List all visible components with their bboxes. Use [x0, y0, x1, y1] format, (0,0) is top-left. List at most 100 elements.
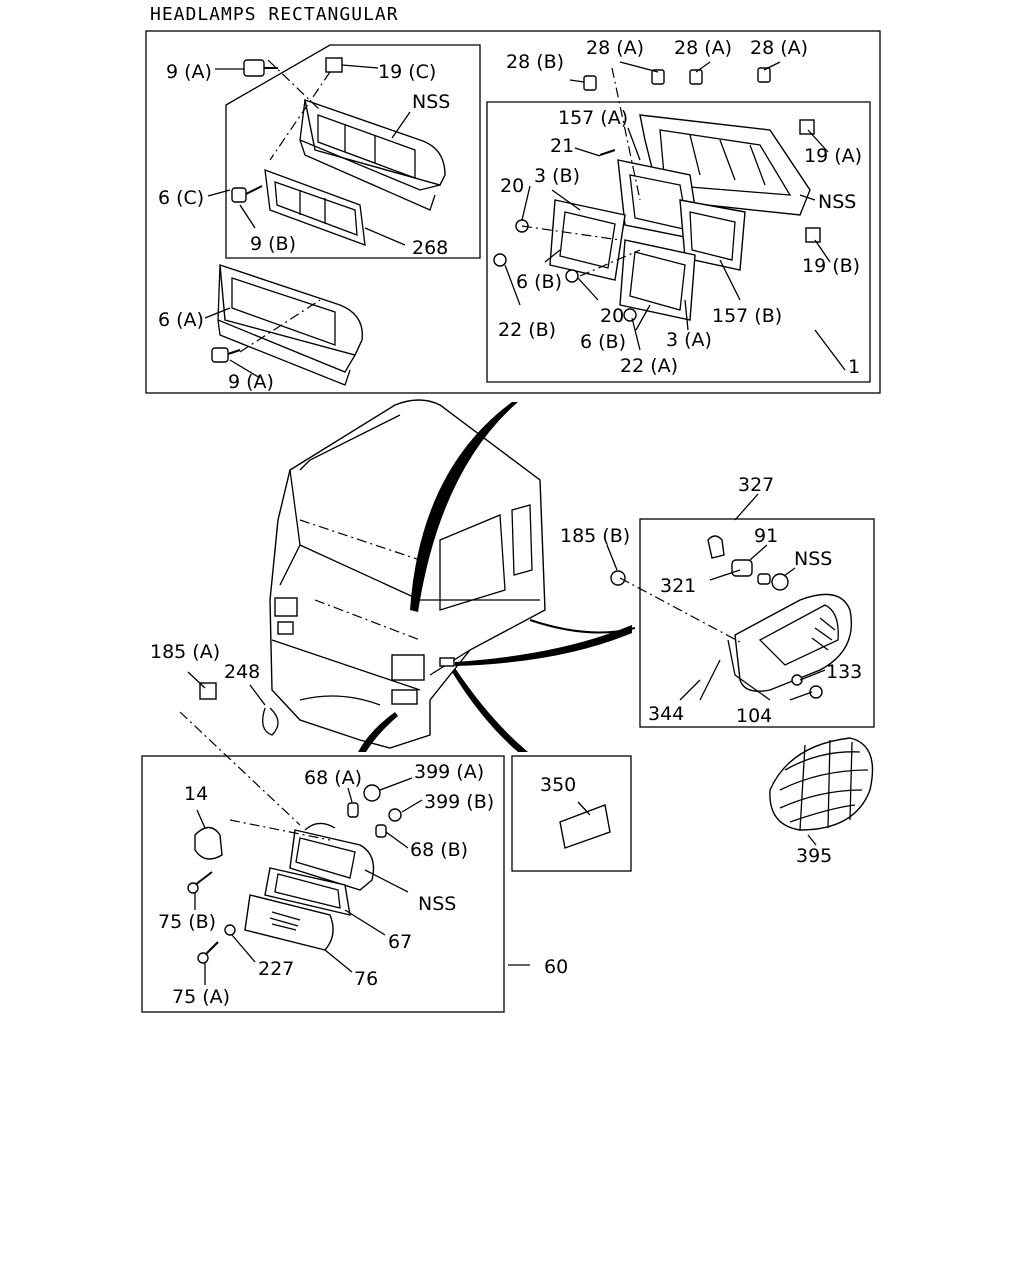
headlamp-assembly-frame — [145, 30, 881, 394]
socket-399a — [363, 784, 381, 802]
label-19c: 19 (C) — [378, 61, 436, 83]
front-lamp-frame — [141, 755, 505, 1013]
socket-321 — [707, 535, 753, 577]
label-28a-3: 28 (A) — [750, 37, 808, 59]
leader-350 — [577, 801, 591, 816]
label-21: 21 — [550, 135, 574, 157]
dashdot-guides-top — [239, 59, 641, 353]
label-76: 76 — [354, 968, 378, 990]
label-91: 91 — [754, 525, 778, 547]
label-nss-front: NSS — [418, 893, 456, 915]
label-227: 227 — [258, 958, 294, 980]
pointer-arrow-front-lamp — [358, 712, 398, 752]
lamp-guard-395 — [769, 737, 874, 846]
headlamp-ring-6b-left — [549, 199, 626, 281]
marker-lamp-350 — [559, 804, 611, 849]
sealed-beam-157b — [679, 199, 746, 271]
gasket-268 — [264, 169, 366, 246]
screw-9a-top — [243, 59, 278, 77]
label-20-mid: 20 — [600, 305, 624, 327]
label-9a-top: 9 (A) — [166, 61, 212, 83]
small-bolts-top — [583, 67, 771, 91]
label-60: 60 — [544, 956, 568, 978]
bulb-68a — [347, 802, 359, 818]
gasket-67 — [264, 867, 351, 916]
label-nss-side: NSS — [794, 548, 832, 570]
screws-75 — [187, 871, 219, 964]
label-9a-bottom: 9 (A) — [228, 371, 274, 393]
part-labels: 9 (A) 19 (C) NSS 6 (C) 9 (B) 268 6 (A) 9… — [150, 37, 862, 1008]
label-22b: 22 (B) — [498, 319, 556, 341]
label-nss-bracket: NSS — [818, 191, 856, 213]
label-185a: 185 (A) — [150, 641, 220, 663]
label-6b-left: 6 (B) — [516, 271, 562, 293]
nut-185b — [610, 570, 626, 586]
leader-lines-side — [606, 493, 826, 701]
label-321: 321 — [660, 575, 696, 597]
label-14: 14 — [184, 783, 208, 805]
marker-lamp-frame — [511, 755, 632, 872]
label-399b: 399 (B) — [424, 791, 494, 813]
label-28a-1: 28 (A) — [586, 37, 644, 59]
pointer-arrow-side-lamp-top — [529, 619, 636, 634]
bezel-6a — [217, 263, 364, 386]
truck-cab — [269, 399, 546, 749]
label-157b: 157 (B) — [712, 305, 782, 327]
label-28b: 28 (B) — [506, 51, 564, 73]
headlamp-unit-subframe — [486, 101, 871, 383]
bulb-68b — [375, 824, 387, 838]
socket-14 — [194, 826, 223, 860]
label-22a: 22 (A) — [620, 355, 678, 377]
label-75a: 75 (A) — [172, 986, 230, 1008]
label-1: 1 — [848, 356, 860, 378]
adjust-screw-21 — [599, 149, 616, 156]
label-9b: 9 (B) — [250, 233, 296, 255]
label-6a: 6 (A) — [158, 309, 204, 331]
label-6b-right: 6 (B) — [580, 331, 626, 353]
pointer-arrow-side-lamp — [455, 625, 632, 666]
front-turn-lamp — [289, 822, 375, 891]
bezel-6c — [299, 98, 446, 211]
label-133: 133 — [826, 661, 862, 683]
pointer-arrow-marker — [452, 668, 528, 752]
label-19b: 19 (B) — [802, 255, 860, 277]
label-268: 268 — [412, 237, 448, 259]
side-lamp-frame — [639, 518, 875, 728]
label-nss-lamp-c: NSS — [412, 91, 450, 113]
label-20-top: 20 — [500, 175, 524, 197]
clip-19c — [325, 57, 343, 73]
clips-19 — [799, 119, 821, 243]
screw-104 — [809, 685, 823, 699]
bracket-185a-248 — [199, 682, 279, 736]
diagram-title: HEADLAMPS RECTANGULAR — [150, 4, 399, 25]
label-28a-2: 28 (A) — [674, 37, 732, 59]
pointer-arrow-headlamps — [410, 402, 518, 612]
label-3b: 3 (B) — [534, 165, 580, 187]
screws-20-22 — [493, 219, 637, 322]
bulb-91 — [757, 573, 771, 585]
label-248: 248 — [224, 661, 260, 683]
socket-399b — [388, 808, 402, 822]
label-399a: 399 (A) — [414, 761, 484, 783]
washer-nss — [771, 573, 789, 591]
side-turn-lamp — [727, 593, 852, 701]
label-344: 344 — [648, 703, 684, 725]
label-350: 350 — [540, 774, 576, 796]
label-6c: 6 (C) — [158, 187, 204, 209]
leader-lines-front — [179, 671, 530, 985]
bezel-c-subframe — [225, 44, 481, 259]
label-185b: 185 (B) — [560, 525, 630, 547]
label-19a: 19 (A) — [804, 145, 862, 167]
label-67: 67 — [388, 931, 412, 953]
label-327: 327 — [738, 474, 774, 496]
label-68a: 68 (A) — [304, 767, 362, 789]
leader-lines-top — [204, 61, 846, 379]
label-3a: 3 (A) — [666, 329, 712, 351]
label-395: 395 — [796, 845, 832, 867]
label-75b: 75 (B) — [158, 911, 216, 933]
screw-9a-bottom — [211, 347, 241, 363]
washer-133 — [791, 674, 803, 686]
label-157a: 157 (A) — [558, 107, 628, 129]
screw-9b — [231, 185, 263, 203]
